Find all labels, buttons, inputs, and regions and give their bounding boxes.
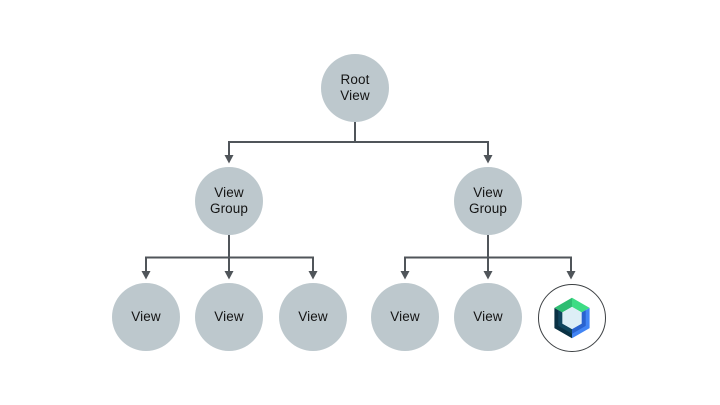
- arrowhead-compose: [566, 271, 576, 280]
- node-view-group-right-label: View Group: [468, 185, 508, 216]
- node-view-5-label: View: [473, 309, 503, 324]
- node-view-2-label: View: [214, 309, 244, 324]
- node-view-1-label: View: [131, 309, 161, 324]
- node-view-group-left: View Group: [195, 167, 263, 235]
- node-view-group-left-label: View Group: [209, 185, 249, 216]
- node-view-3: View: [279, 283, 347, 351]
- node-root-view: Root View: [321, 54, 389, 122]
- arrowhead-leaf2: [224, 271, 234, 280]
- arrowhead-leaf4: [400, 271, 410, 280]
- jetpack-compose-icon: [554, 297, 590, 339]
- node-view-4-label: View: [390, 309, 420, 324]
- arrowhead-group-right: [483, 155, 493, 164]
- arrowhead-leaf5: [483, 271, 493, 280]
- node-view-4: View: [371, 283, 439, 351]
- arrowhead-group-left: [224, 155, 234, 164]
- arrowhead-leaf1: [141, 271, 151, 280]
- node-jetpack-compose: [538, 284, 606, 352]
- node-view-5: View: [454, 283, 522, 351]
- node-view-1: View: [112, 283, 180, 351]
- node-view-3-label: View: [298, 309, 328, 324]
- node-view-2: View: [195, 283, 263, 351]
- node-root-view-label: Root View: [340, 72, 370, 103]
- node-view-group-right: View Group: [454, 167, 522, 235]
- arrowhead-leaf3: [308, 271, 318, 280]
